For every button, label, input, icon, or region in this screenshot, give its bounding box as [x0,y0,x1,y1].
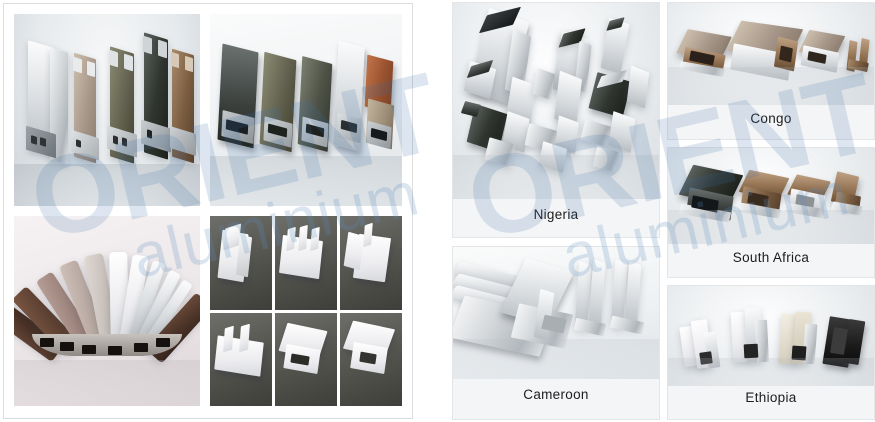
closeup-tile [210,312,272,406]
south-africa-photo [668,148,874,244]
country-label-south-africa: South Africa [732,250,810,265]
collage-photo-frame-profiles [14,14,200,206]
cameroon-photo [453,247,659,379]
closeup-tile [340,312,402,406]
ethiopia-photo [668,286,874,386]
country-card-ethiopia: Ethiopia [667,285,875,420]
collage-photo-arc-fan [14,216,200,406]
country-card-cameroon: Cameroon [452,246,660,420]
nigeria-photo [453,3,659,199]
country-label-cameroon: Cameroon [523,387,589,402]
closeup-tile [275,216,337,310]
country-card-congo: Congo [667,2,875,140]
country-label-nigeria: Nigeria [533,207,579,222]
country-label-congo: Congo [750,111,792,126]
closeup-tile [210,216,272,310]
collage-photo-grid-closeups [210,216,402,406]
country-panel-group: Nigeria Congo [447,0,875,422]
collage-photo-box-tubes [210,14,402,206]
left-photo-collage [3,3,413,419]
congo-photo [668,3,874,105]
country-card-nigeria: Nigeria [452,2,660,238]
closeup-tile [340,216,402,310]
country-card-south-africa: South Africa [667,147,875,278]
closeup-tile [275,312,337,406]
country-label-ethiopia: Ethiopia [745,390,797,405]
